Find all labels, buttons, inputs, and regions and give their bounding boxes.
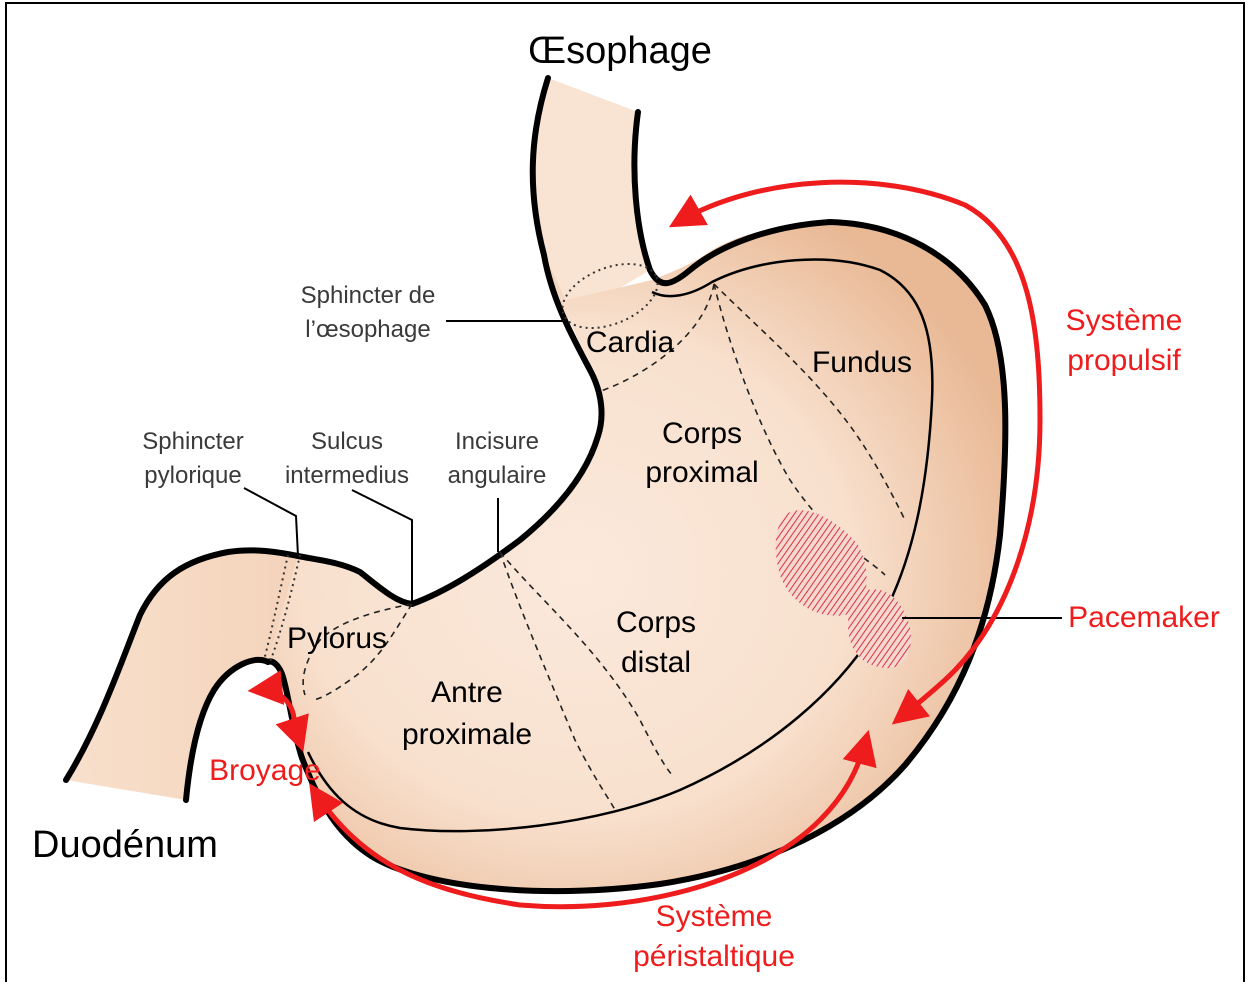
label-antre-1: Antre: [431, 676, 503, 709]
label-fundus: Fundus: [812, 346, 912, 379]
label-systeme-propulsif-2: propulsif: [1067, 344, 1181, 377]
annotation-incisure-2: angulaire: [448, 462, 547, 489]
label-broyage: Broyage: [209, 754, 321, 787]
label-cardia: Cardia: [586, 326, 675, 359]
label-antre-2: proximale: [402, 718, 532, 751]
label-systeme-peristaltique-1: Système: [656, 900, 773, 933]
label-systeme-peristaltique-2: péristaltique: [633, 940, 795, 973]
label-corps-proximal-2: proximal: [645, 456, 758, 489]
annotation-sphincter-pylorique-2: pylorique: [144, 462, 241, 489]
annotation-sphincter-oesophage-1: Sphincter de: [301, 282, 436, 309]
annotation-sphincter-pylorique-1: Sphincter: [142, 428, 243, 455]
annotation-sphincter-oesophage-2: l’œsophage: [305, 316, 430, 343]
label-systeme-propulsif-1: Système: [1066, 304, 1183, 337]
label-pacemaker: Pacemaker: [1068, 601, 1220, 634]
annotation-sulcus-2: intermedius: [285, 462, 409, 489]
label-duodenum: Duodénum: [32, 824, 218, 866]
label-pylorus: Pylorus: [287, 622, 387, 655]
label-corps-distal-1: Corps: [616, 606, 696, 639]
label-corps-distal-2: distal: [621, 646, 691, 679]
label-corps-proximal-1: Corps: [662, 417, 742, 450]
annotation-sulcus-1: Sulcus: [311, 428, 383, 455]
annotation-incisure-1: Incisure: [455, 428, 539, 455]
label-oesophagus: Œsophage: [528, 30, 712, 72]
